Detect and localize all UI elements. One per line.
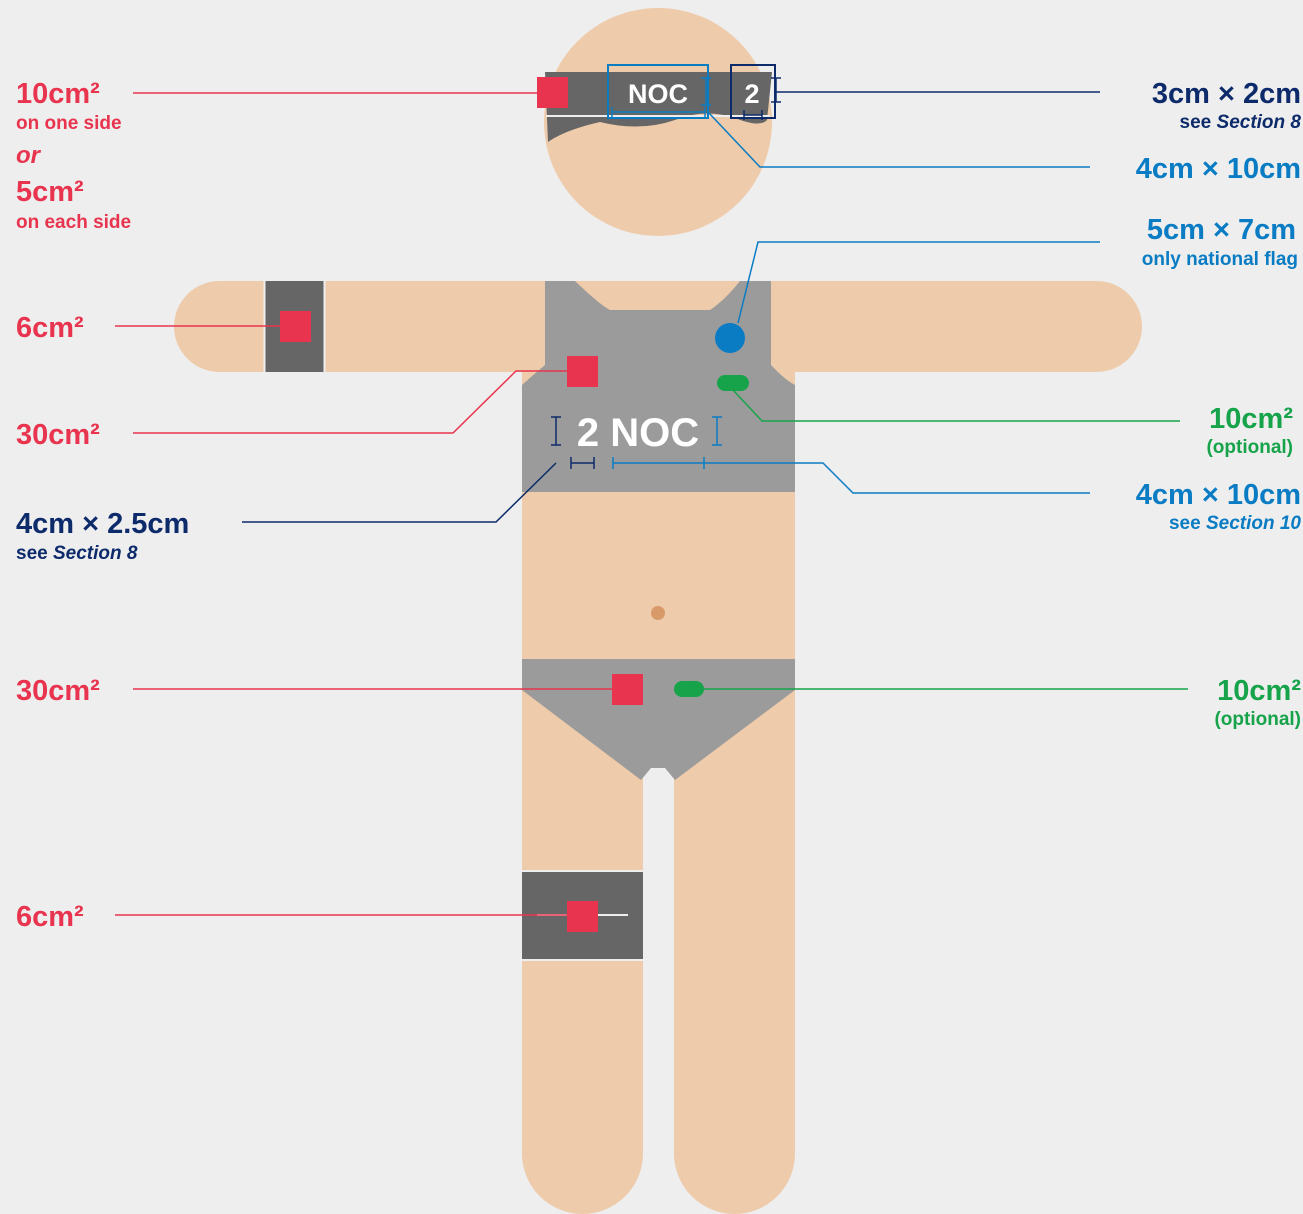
flag-marker <box>715 323 745 353</box>
flag-size-label: 5cm × 7cm <box>1147 216 1296 245</box>
cap-noc-size-label: 4cm × 10cm <box>1136 155 1301 184</box>
nameplate-see-label: see Section 8 <box>16 544 137 563</box>
head-logo-note-one-side: on one side <box>16 114 122 133</box>
navel <box>651 606 665 620</box>
chest-noc-see-word: see <box>1169 513 1201 534</box>
head-logo-size-alt-label: 5cm² <box>16 178 84 207</box>
nameplate-see-word: see <box>16 543 48 564</box>
top-garment: 2 NOC <box>522 281 795 492</box>
cap-logo <box>537 77 568 108</box>
wrist-size-label: 6cm² <box>16 314 84 343</box>
chest-optional-note-label: (optional) <box>1206 438 1293 457</box>
chest-optional-size-label: 10cm² <box>1209 405 1293 434</box>
chest-noc-size-label: 4cm × 10cm <box>1136 481 1301 510</box>
cap-noc-text: NOC <box>628 79 688 109</box>
head-logo-size-label: 10cm² <box>16 80 100 109</box>
cap-number-see-word: see <box>1180 112 1212 133</box>
chest-logo <box>567 356 598 387</box>
body-figure <box>174 8 1142 1214</box>
nameplate-section-link: Section 8 <box>53 543 137 564</box>
knee-size-label: 6cm² <box>16 903 84 932</box>
hip-size-label: 30cm² <box>16 677 100 706</box>
knee-logo <box>567 901 598 932</box>
chest-noc-see-label: see Section 10 <box>1169 514 1301 533</box>
chest-optional-marker <box>717 375 749 391</box>
leader-chest <box>133 371 567 433</box>
flag-note-label: only national flag <box>1142 250 1298 269</box>
cap-number-size-label: 3cm × 2cm <box>1152 80 1301 109</box>
chest-noc-text: 2 NOC <box>577 411 699 455</box>
nameplate-size-label: 4cm × 2.5cm <box>16 510 189 539</box>
cap-number-see-label: see Section 8 <box>1180 113 1301 132</box>
cap-number-text: 2 <box>744 79 759 109</box>
chest-size-label: 30cm² <box>16 421 100 450</box>
cap-number-section-link: Section 8 <box>1217 112 1301 133</box>
leader-chest-optional <box>733 390 1180 421</box>
hip-optional-note-label: (optional) <box>1214 710 1301 729</box>
hip-optional-marker <box>674 681 704 697</box>
hip-logo <box>612 674 643 705</box>
leader-nameplate <box>242 463 556 522</box>
head-logo-note-each-side: on each side <box>16 213 131 232</box>
head-logo-or: or <box>16 144 40 168</box>
wrist-logo <box>280 311 311 342</box>
hip-optional-size-label: 10cm² <box>1217 677 1301 706</box>
chest-noc-section-link: Section 10 <box>1206 513 1301 534</box>
